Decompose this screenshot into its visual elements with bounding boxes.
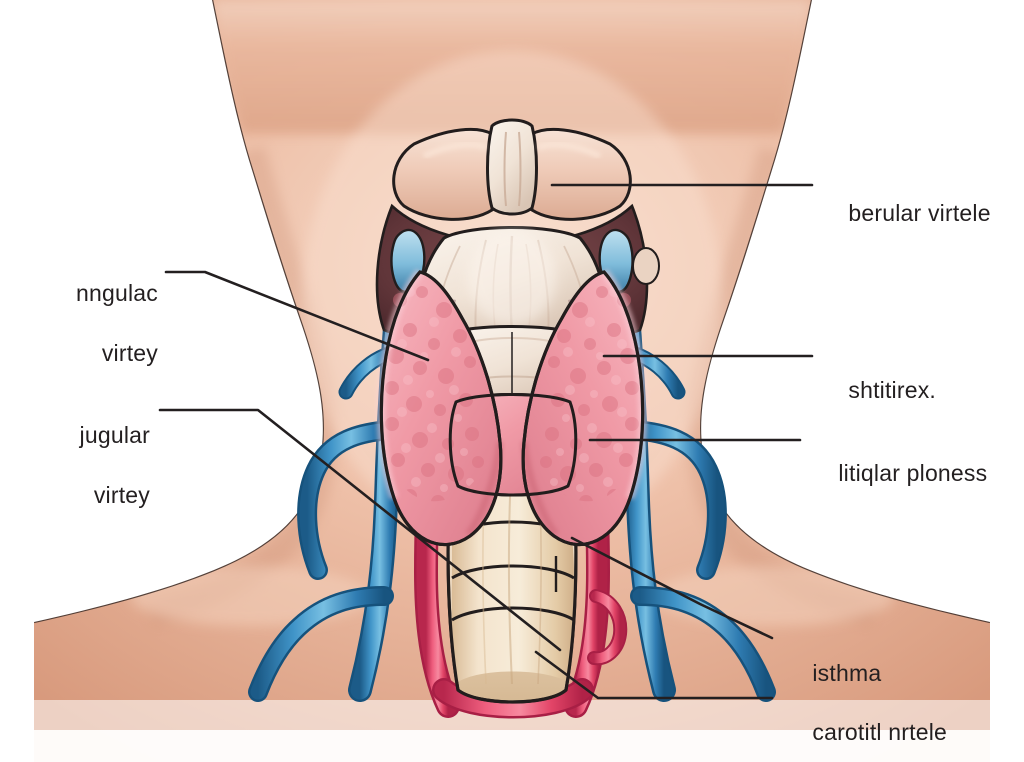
label-shtitirex-line1: shtitirex. xyxy=(848,377,937,403)
label-isthma-line1: isthma xyxy=(812,660,882,686)
label-berular-virtele-line1: berular virtele xyxy=(848,200,991,226)
inferior-arterial-arch xyxy=(432,678,594,719)
label-carotitl-nrtele-line1: carotitl nrtele xyxy=(812,719,948,745)
hyoid-left-wing xyxy=(392,127,494,221)
label-jugular-virtey: jugular virtey xyxy=(0,390,150,570)
label-jugular-virtey-line2: virtey xyxy=(93,482,150,508)
leader-isthma xyxy=(570,536,774,640)
thyroid-gland xyxy=(376,269,648,547)
hyoid-body xyxy=(486,118,538,216)
leader-jugular-virtey xyxy=(158,408,562,652)
label-carotitl-nrtele: carotitl nrtele xyxy=(786,687,947,762)
label-isthma: isthma xyxy=(786,628,881,718)
label-litiqlar-ploness: litiqlar ploness xyxy=(812,428,987,518)
hyoid-bone xyxy=(392,118,632,221)
label-nngulac-virtey-line2: virtey xyxy=(101,340,158,366)
label-jugular-virtey-line1: jugular xyxy=(79,422,150,448)
label-nngulac-virtey: nngulac virtey xyxy=(0,248,158,428)
hyoid-right-wing xyxy=(530,127,632,221)
label-shtitirex: shtitirex. xyxy=(822,345,936,435)
leader-carotitl-nrtele xyxy=(534,650,774,700)
leader-nngulac-virtey xyxy=(164,270,430,362)
label-nngulac-virtey-line1: nngulac xyxy=(76,280,158,306)
thyroid-texture-left xyxy=(385,286,488,502)
right-laryngeal-nodule xyxy=(632,247,660,285)
label-litiqlar-ploness-line1: litiqlar ploness xyxy=(838,460,988,486)
label-berular-virtele: berular virtele xyxy=(822,168,991,258)
leader-lines xyxy=(158,183,814,700)
thyroid-cartilage-highlight xyxy=(468,230,556,326)
